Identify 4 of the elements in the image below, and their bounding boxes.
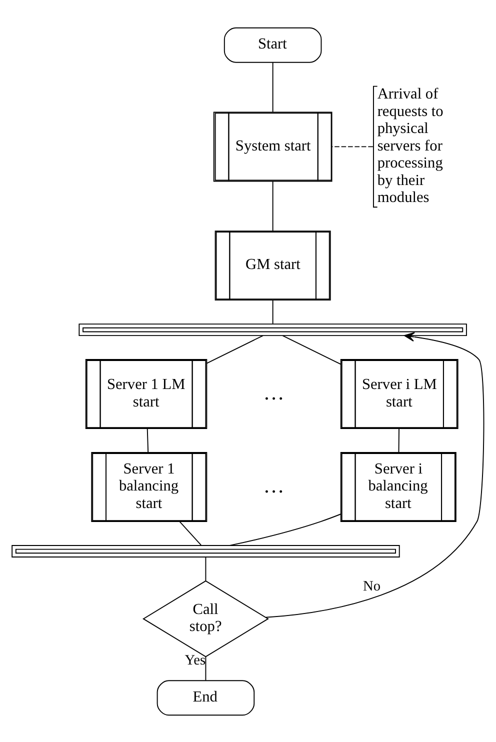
label: …: [263, 472, 284, 497]
edge-label: No: [363, 578, 381, 594]
node-text: Arrival of requests to physical servers for processing by their modules: [377, 85, 444, 206]
label: …: [263, 380, 284, 404]
